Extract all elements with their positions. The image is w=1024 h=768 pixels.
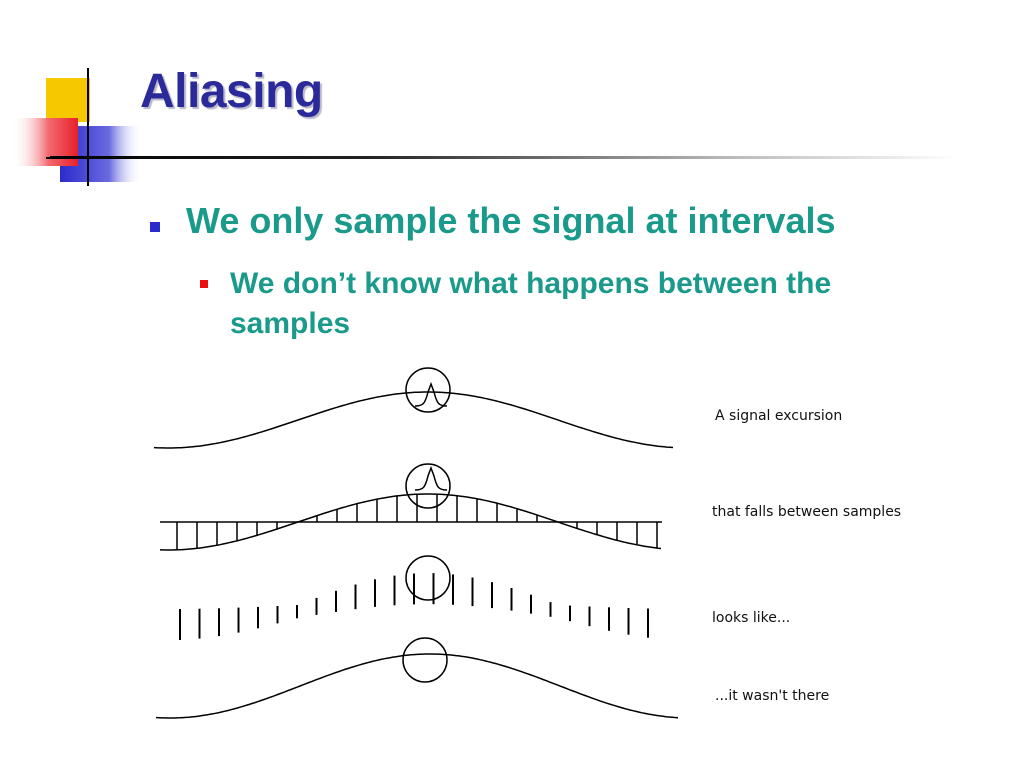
logo-yellow-square	[46, 78, 90, 122]
excursion-circle	[405, 555, 451, 601]
title-divider	[50, 156, 960, 159]
caption-between-samples: that falls between samples	[712, 504, 901, 520]
excursion-circle	[402, 637, 448, 683]
row-signal-excursion	[153, 367, 674, 449]
signal-wave	[155, 653, 679, 719]
excursion-circle	[405, 367, 451, 413]
sub-bullet-square-icon	[200, 280, 208, 288]
sub-bullet-text: We don’t know what happens between the s…	[230, 267, 832, 340]
caption-wasnt-there: ...it wasn't there	[715, 688, 829, 704]
sampled-value-lines	[179, 573, 649, 640]
bullet-text: We only sample the signal at intervals	[186, 200, 836, 241]
excursion-circle	[405, 463, 451, 509]
aliasing-diagram: A signal excursion that falls between sa…	[153, 367, 901, 719]
signal-wave	[160, 493, 662, 551]
slide-title: Aliasing	[140, 65, 323, 118]
bullet-square-icon	[150, 222, 160, 232]
decorative-logo	[12, 68, 142, 186]
signal-wave	[153, 391, 674, 449]
excursion-spike	[414, 465, 448, 491]
caption-signal-excursion: A signal excursion	[715, 408, 842, 424]
row-samples	[160, 463, 662, 551]
sample-lines	[176, 494, 658, 550]
row-sampled-values	[179, 555, 649, 640]
caption-looks-like: looks like...	[712, 610, 790, 626]
excursion-spike	[414, 381, 448, 407]
row-reconstructed-signal	[155, 637, 679, 719]
